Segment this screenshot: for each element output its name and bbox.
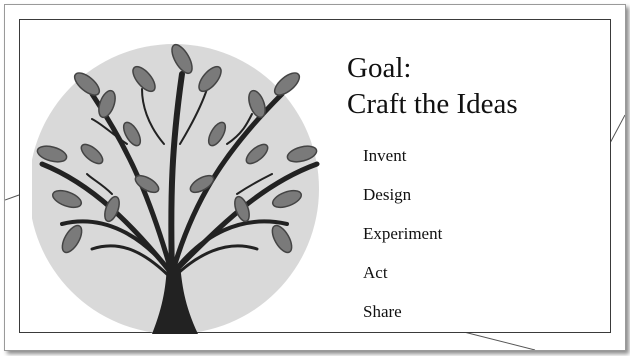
background-decoration-lines [5,114,625,350]
bullet-list: Invent Design Experiment Act Share [363,146,583,341]
bullet-item: Invent [363,146,407,165]
slide-title-line2: Craft the Ideas [347,88,518,120]
tree-illustration [32,34,322,334]
bullet-item: Experiment [363,224,443,243]
bullet-item: Act [363,263,388,282]
bullet-item: Share [363,302,402,321]
slide-title-line1: Goal: [347,52,412,84]
tree-icon [32,43,320,334]
bullet-item: Design [363,185,412,204]
slide-window: Goal: Craft the Ideas Invent Design Expe… [4,4,626,351]
slide-title: Goal: Craft the Ideas [347,50,607,122]
slide-canvas: Goal: Craft the Ideas Invent Design Expe… [19,19,611,334]
